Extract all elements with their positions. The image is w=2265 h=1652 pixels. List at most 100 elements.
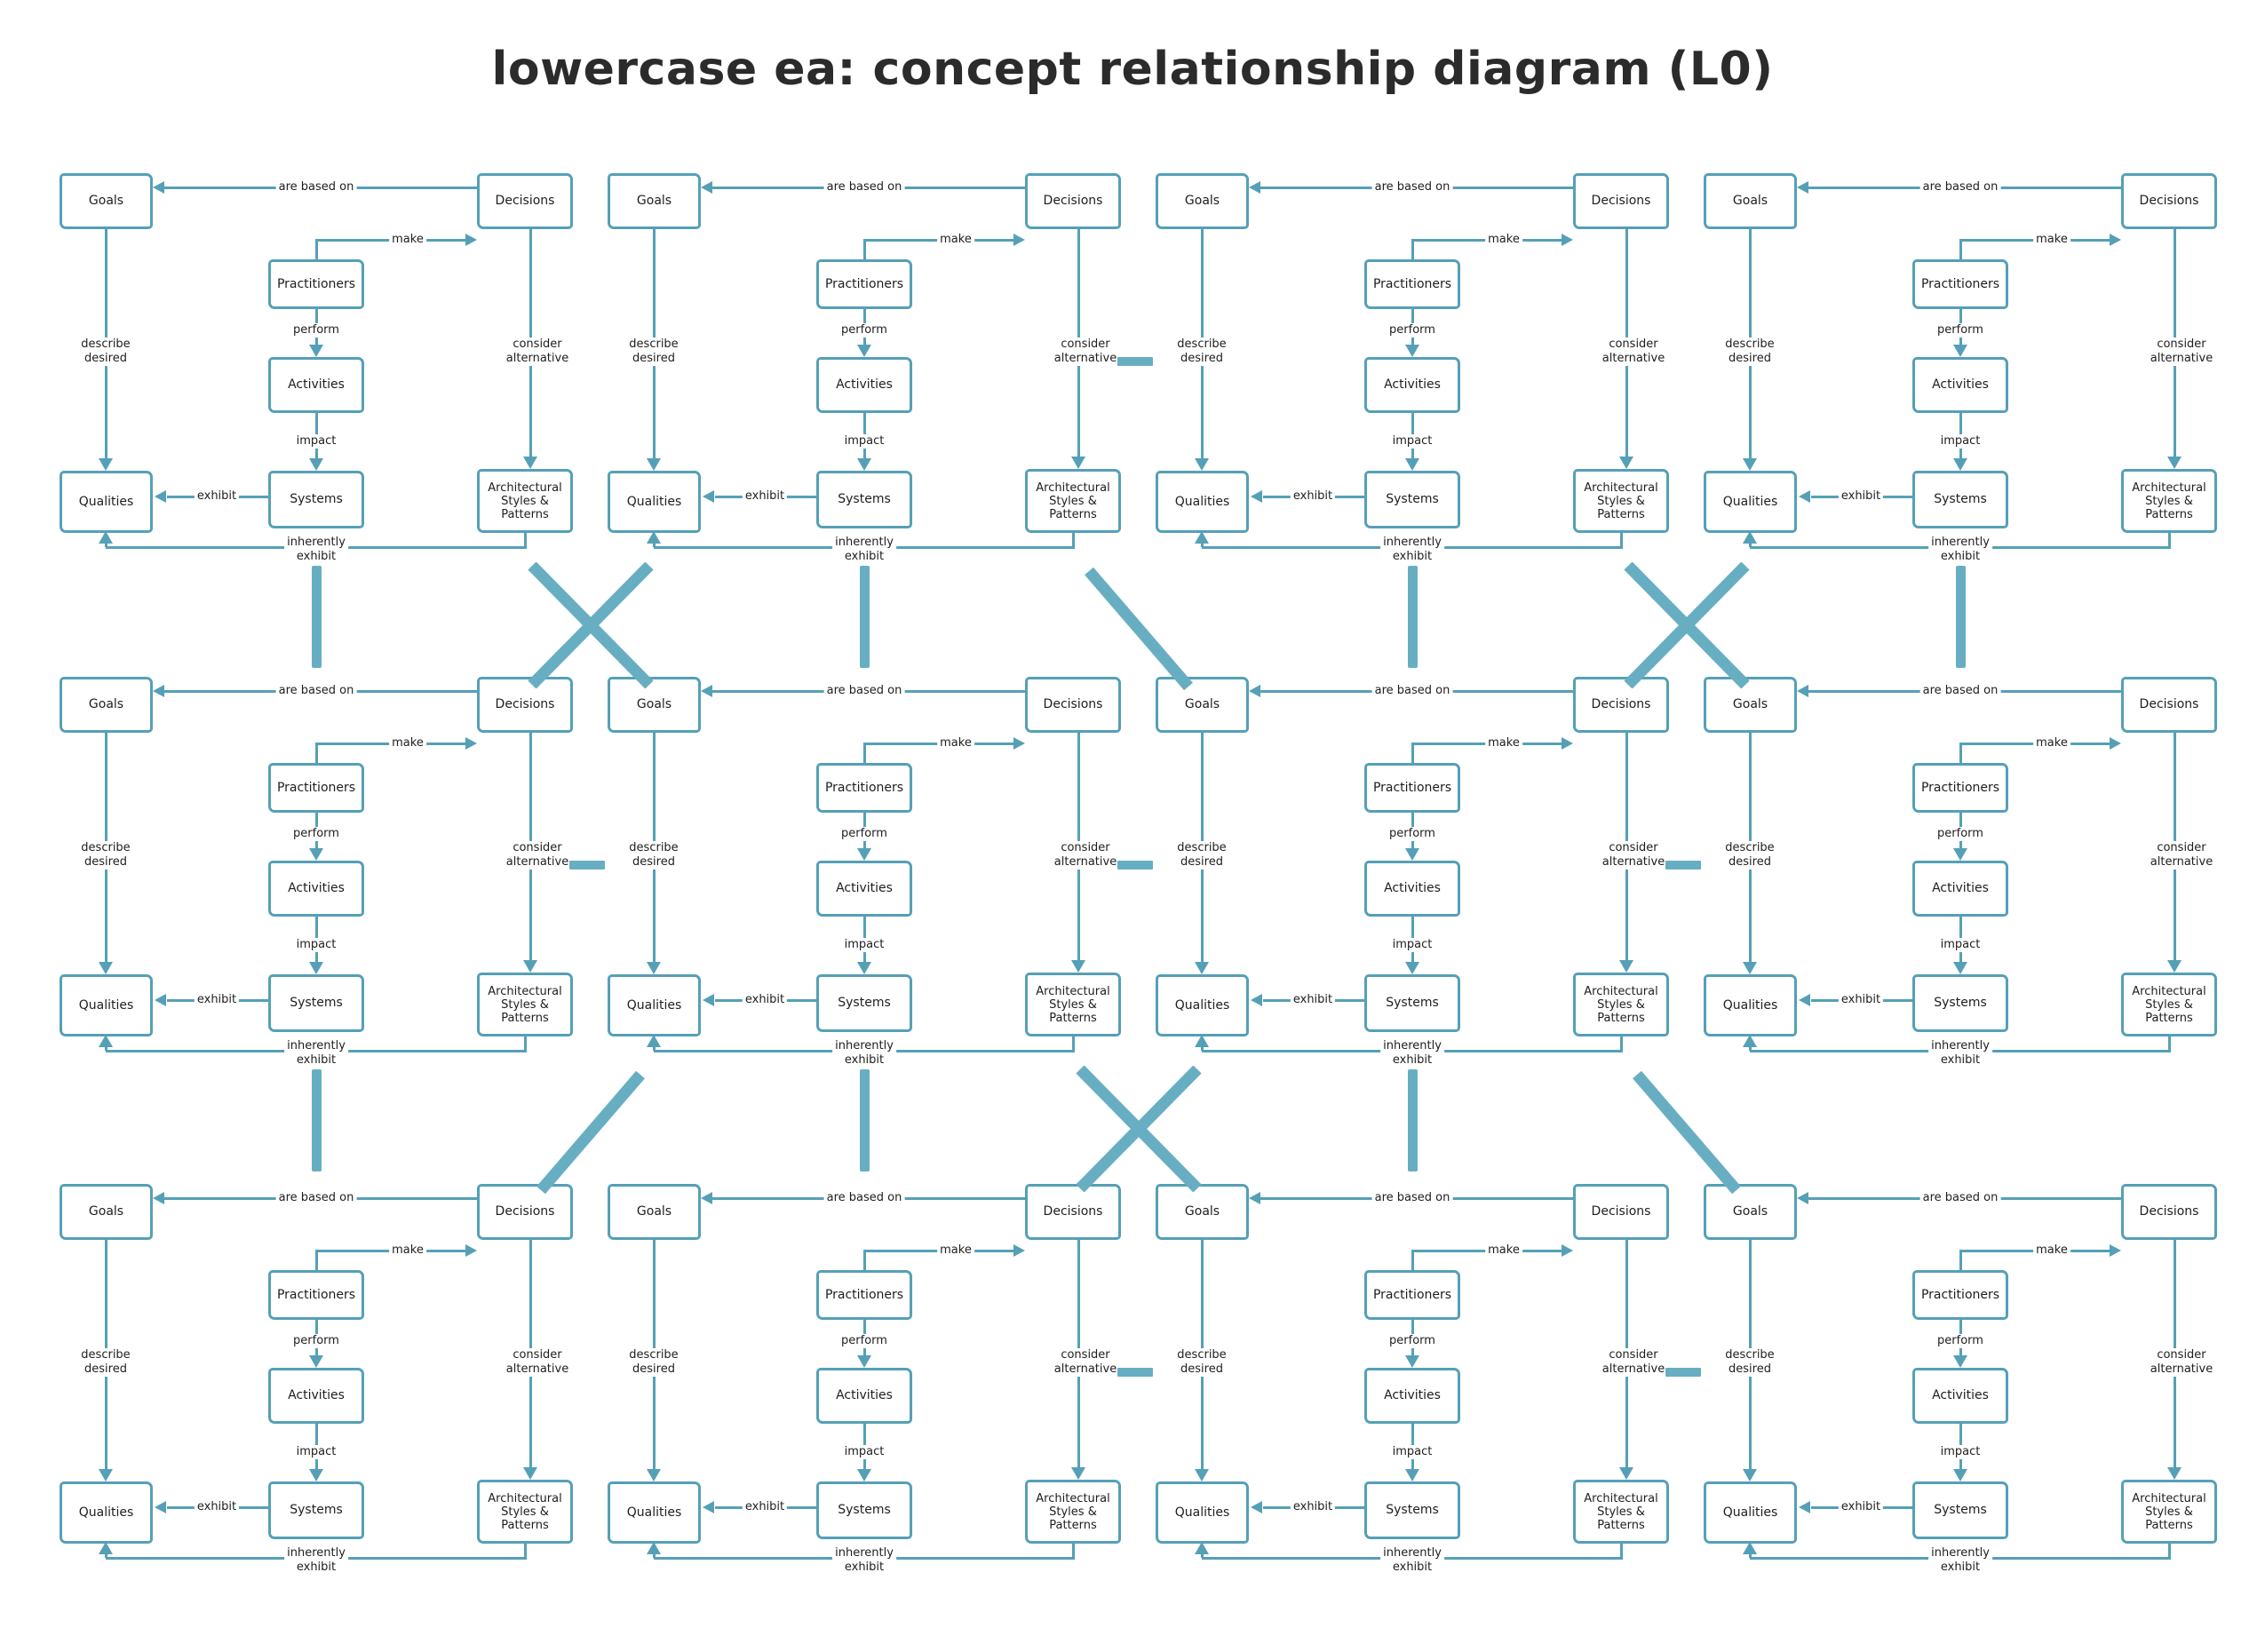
edge-label-exhibit: exhibit (194, 489, 240, 504)
edge-label-are-based-on: are based on (1371, 180, 1453, 195)
edge-line (105, 543, 107, 547)
concept-box-systems: Systems (268, 471, 364, 528)
connector-dash (568, 861, 605, 870)
arrowhead-right (465, 737, 477, 750)
concept-box-decisions: Decisions (1025, 677, 1121, 733)
edge-label-impact: impact (1937, 434, 1983, 449)
concept-box-goals: Goals (1156, 173, 1249, 229)
concept-box-practitioners: Practitioners (268, 259, 364, 309)
edge-label-perform: perform (838, 1334, 890, 1348)
concept-box-asp: Architectural Styles & Patterns (477, 469, 573, 533)
edge-label-describe-desired: describe desired (1722, 841, 1777, 870)
edge-line (1201, 1046, 1204, 1051)
concept-box-asp: Architectural Styles & Patterns (1025, 1480, 1121, 1544)
concept-box-asp: Architectural Styles & Patterns (2121, 973, 2217, 1036)
concept-box-activities: Activities (816, 357, 912, 413)
arrowhead-left (1251, 994, 1262, 1006)
concept-box-qualities: Qualities (60, 974, 153, 1036)
connector-dash (1665, 1368, 1701, 1377)
edge-line (524, 533, 527, 549)
edge-label-perform: perform (838, 827, 890, 841)
edge-label-inherently-exhibit: inherently exhibit (832, 536, 896, 564)
arrowhead-down (1405, 1355, 1419, 1368)
edge-line (1620, 1036, 1623, 1052)
concept-box-practitioners: Practitioners (816, 1270, 912, 1320)
edge-label-impact: impact (293, 938, 339, 952)
arrowhead-left (703, 1501, 714, 1513)
concept-box-qualities: Qualities (1156, 974, 1249, 1036)
edge-label-exhibit: exhibit (194, 1500, 240, 1514)
edge-label-consider-alternative: consider alternative (1599, 841, 1668, 870)
edge-label-make: make (937, 233, 974, 247)
arrowhead-left (1797, 685, 1808, 697)
arrowhead-left (155, 994, 166, 1006)
connector-diagonal-up (535, 1070, 647, 1195)
arrowhead-down (647, 962, 661, 974)
edge-label-inherently-exhibit: inherently exhibit (1380, 536, 1444, 564)
arrowhead-left (153, 685, 164, 697)
arrowhead-up (99, 1542, 113, 1554)
concept-box-qualities: Qualities (60, 471, 153, 533)
edge-label-inherently-exhibit: inherently exhibit (284, 1546, 348, 1575)
edge-label-consider-alternative: consider alternative (2147, 1348, 2216, 1377)
connector-bar (1407, 1069, 1418, 1171)
arrowhead-down (2167, 1467, 2182, 1480)
concept-box-systems: Systems (816, 471, 912, 528)
arrowhead-left (153, 181, 164, 194)
edge-label-inherently-exhibit: inherently exhibit (832, 1039, 896, 1068)
arrowhead-left (153, 1192, 164, 1204)
concept-box-decisions: Decisions (1573, 677, 1669, 733)
concept-box-practitioners: Practitioners (268, 1270, 364, 1320)
edge-label-exhibit: exhibit (1838, 1500, 1884, 1514)
edge-label-make: make (937, 736, 974, 751)
arrowhead-down (1953, 1355, 1967, 1368)
concept-box-practitioners: Practitioners (1912, 763, 2008, 813)
connector-bar (311, 566, 322, 668)
arrowhead-left (703, 994, 714, 1006)
concept-box-systems: Systems (1364, 1481, 1460, 1539)
edge-label-impact: impact (1389, 1445, 1435, 1459)
arrowhead-up (1195, 531, 1209, 544)
concept-box-activities: Activities (1364, 1368, 1460, 1424)
concept-box-goals: Goals (1156, 677, 1249, 733)
edge-line (315, 1251, 318, 1272)
arrowhead-left (701, 181, 712, 194)
arrowhead-up (1195, 1542, 1209, 1554)
edge-label-perform: perform (1387, 1334, 1438, 1348)
arrowhead-left (1799, 1501, 1810, 1513)
arrowhead-down (309, 848, 323, 861)
arrowhead-left (1799, 994, 1810, 1006)
concept-box-goals: Goals (1704, 1184, 1797, 1240)
arrowhead-left (701, 685, 712, 697)
arrowhead-right (465, 234, 477, 246)
edge-label-are-based-on: are based on (823, 1191, 905, 1205)
concept-box-asp: Architectural Styles & Patterns (477, 973, 573, 1036)
edge-label-make: make (389, 233, 426, 247)
concept-box-asp: Architectural Styles & Patterns (1025, 973, 1121, 1036)
arrowhead-down (1071, 1467, 1085, 1480)
arrowhead-down (647, 1469, 661, 1481)
edge-label-describe-desired: describe desired (1174, 841, 1229, 870)
connector-cross (1623, 561, 1751, 689)
edge-line (1620, 1544, 1623, 1560)
arrowhead-right (2110, 1244, 2121, 1257)
concept-box-decisions: Decisions (2121, 173, 2217, 229)
edge-label-describe-desired: describe desired (1174, 1348, 1229, 1377)
diagram-title: lowercase ea: concept relationship diagr… (491, 43, 1774, 96)
edge-line (1959, 1251, 1962, 1272)
edge-label-make: make (2033, 233, 2070, 247)
concept-box-asp: Architectural Styles & Patterns (1025, 469, 1121, 533)
concept-box-goals: Goals (60, 1184, 153, 1240)
edge-label-inherently-exhibit: inherently exhibit (1928, 536, 1992, 564)
edge-label-exhibit: exhibit (1290, 489, 1336, 504)
arrowhead-down (1071, 960, 1085, 973)
arrowhead-right (2110, 737, 2121, 750)
edge-line (1072, 1544, 1075, 1560)
concept-box-asp: Architectural Styles & Patterns (1573, 1480, 1669, 1544)
connector-cross (1075, 1065, 1203, 1193)
